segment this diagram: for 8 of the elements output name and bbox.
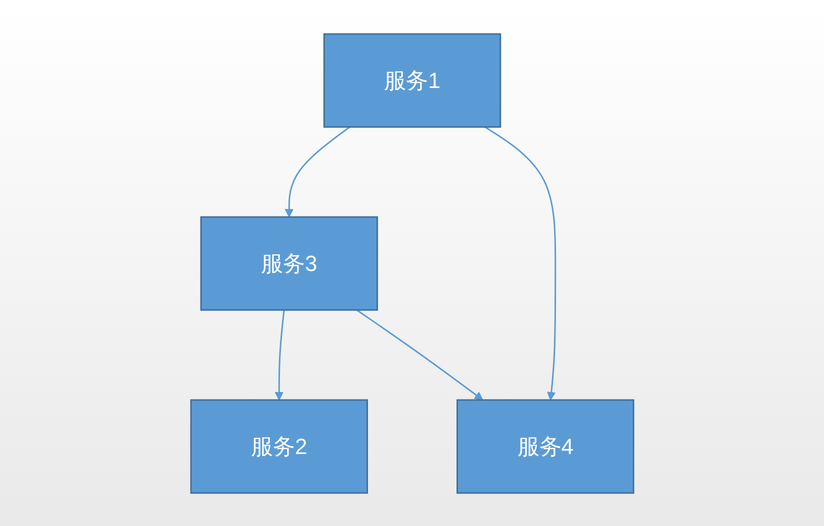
arrow bbox=[284, 126, 350, 217]
node-box: 服务4 bbox=[456, 398, 634, 494]
node-box: 服务1 bbox=[323, 32, 501, 128]
arrow bbox=[274, 309, 285, 400]
arrow bbox=[484, 126, 556, 400]
arrow bbox=[356, 308, 483, 400]
node-box: 服务2 bbox=[190, 398, 368, 494]
node-box: 服务3 bbox=[200, 216, 378, 310]
